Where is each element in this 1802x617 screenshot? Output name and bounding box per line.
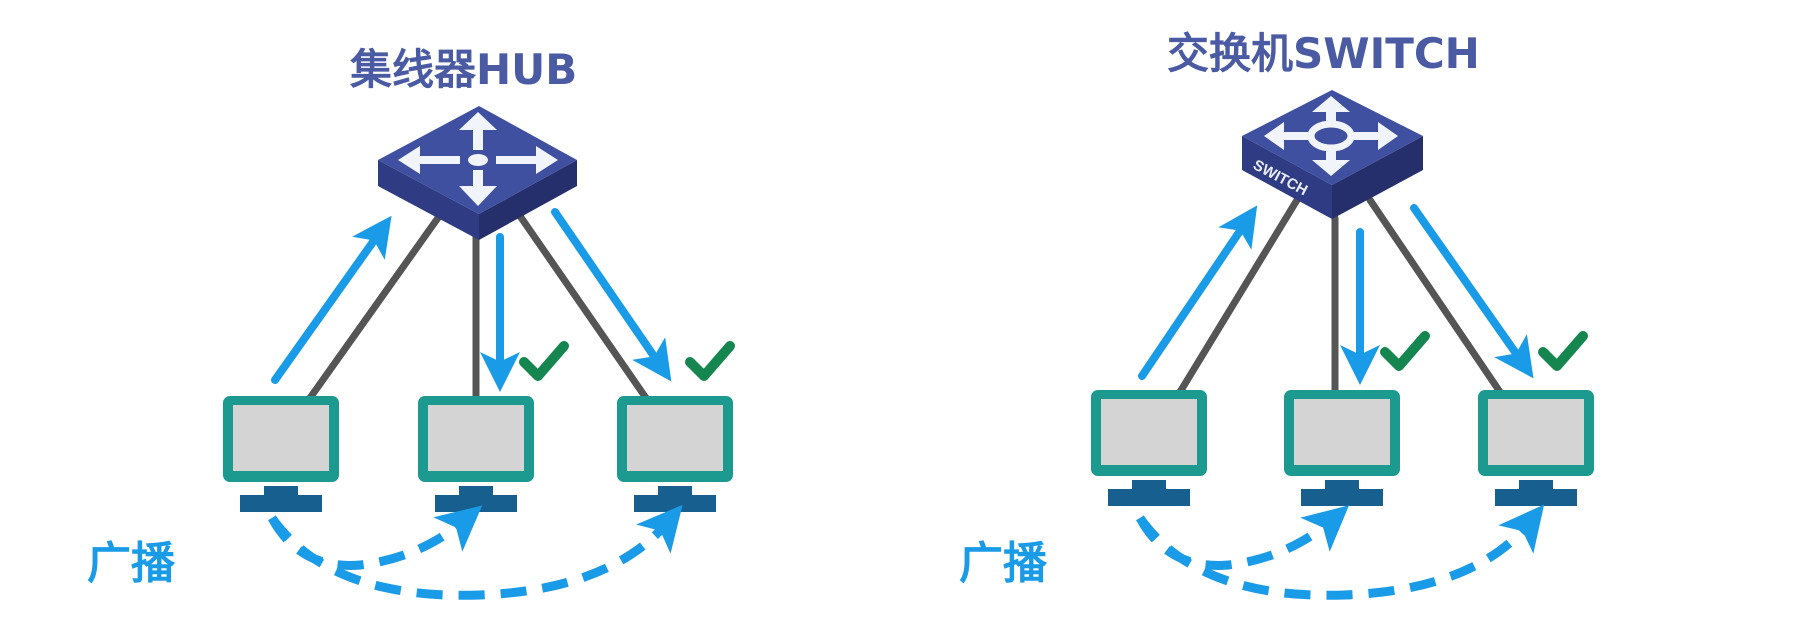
switch-broadcast-arcs — [1136, 504, 1545, 600]
broadcast-arc-to-pc3 — [268, 504, 683, 600]
arrow-up-to-switch — [1138, 205, 1258, 380]
pc-2 — [1284, 390, 1400, 506]
switch-broadcast-label: 广播 — [959, 538, 1048, 589]
hub-cables — [306, 211, 650, 402]
pc-2 — [418, 396, 534, 512]
hub-flow-arrows — [271, 208, 672, 392]
broadcast-arc-to-pc3 — [1136, 504, 1545, 600]
hub-device-icon — [378, 106, 577, 240]
switch-title: 交换机SWITCH — [1167, 29, 1480, 78]
check-icon — [690, 346, 730, 376]
switch-cables — [1176, 196, 1504, 396]
pc-1 — [1091, 390, 1207, 506]
hub-arrows-icon — [398, 112, 558, 206]
cable-3 — [1366, 196, 1504, 396]
arrow-up-to-hub — [271, 215, 392, 384]
arrow-down-to-pc3 — [551, 208, 672, 382]
switch-panel: 交换机SWITCH SWITCH — [959, 29, 1594, 600]
hub-broadcast-arcs — [268, 504, 683, 600]
check-icon — [524, 346, 564, 376]
pc-1 — [223, 396, 339, 512]
check-icon — [1543, 336, 1583, 366]
hub-title: 集线器HUB — [349, 45, 577, 94]
switch-arrows-icon — [1264, 96, 1398, 176]
pc-3 — [1478, 390, 1594, 506]
broadcast-arc-to-pc2 — [1136, 505, 1350, 570]
cable-1 — [306, 211, 444, 402]
cable-3 — [516, 212, 650, 402]
hub-broadcast-label: 广播 — [87, 538, 176, 589]
hub-panel: 集线器HUB — [87, 45, 733, 600]
arrow-down-to-pc3 — [1410, 204, 1534, 379]
switch-flow-arrows — [1138, 204, 1534, 385]
cable-1 — [1176, 196, 1301, 396]
pc-3 — [617, 396, 733, 512]
switch-device-icon: SWITCH — [1242, 90, 1423, 219]
check-icon — [1385, 336, 1425, 366]
broadcast-arc-to-pc2 — [268, 505, 483, 570]
